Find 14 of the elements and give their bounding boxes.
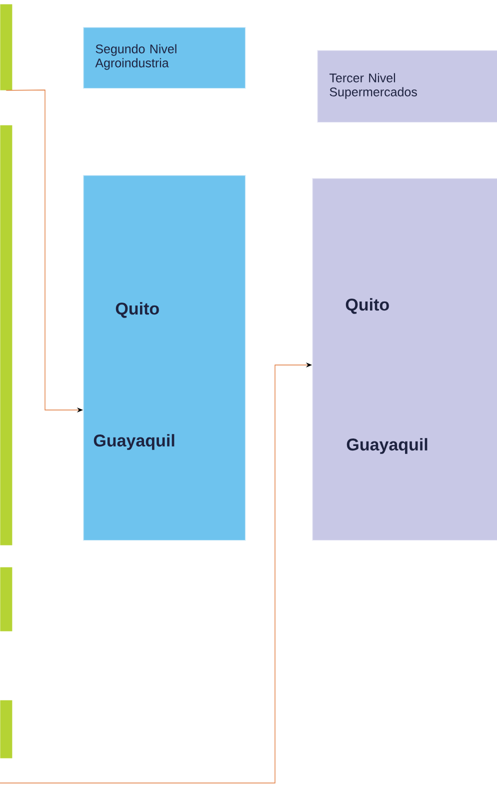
bar [0, 125, 12, 546]
bar [0, 700, 12, 758]
city-label: Guayaquil [346, 438, 428, 454]
bar [0, 567, 12, 632]
level-box [83, 27, 246, 89]
level-box [317, 50, 497, 123]
city-label: Quito [116, 302, 159, 318]
level-label: Tercer Nivel Supermercados [329, 73, 417, 99]
city-label: Quito [346, 298, 389, 314]
city-box [312, 178, 497, 541]
city-box [83, 175, 246, 541]
bar [0, 4, 12, 90]
level-label: Segundo Nivel Agroindustria [95, 44, 176, 70]
city-label: Guayaquil [94, 434, 174, 450]
